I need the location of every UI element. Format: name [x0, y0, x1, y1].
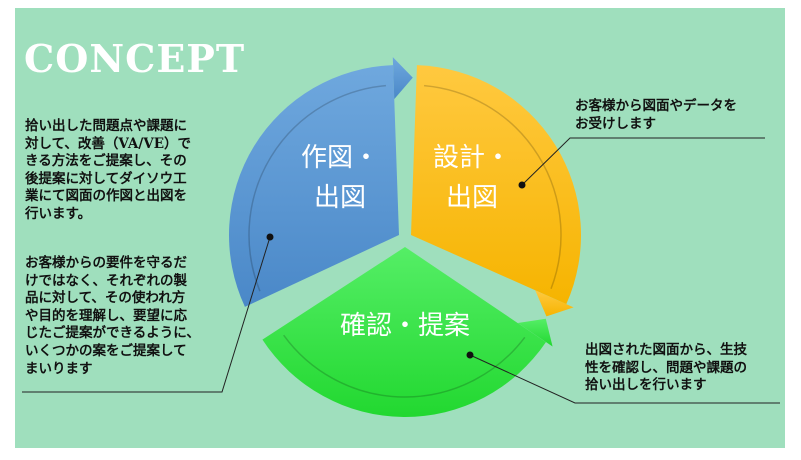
- page-title: CONCEPT: [24, 36, 246, 81]
- callout-line-left: [22, 236, 271, 393]
- callout-dot: [518, 181, 526, 189]
- callout-dot: [466, 351, 474, 359]
- callout-text-left-top: 拾い出した問題点や課題に 対して、改善（VA/VE）で きる方法をご提案し、その…: [25, 118, 192, 222]
- callout-lines: [22, 137, 780, 404]
- segment-inner-arc: [248, 84, 386, 292]
- callout-text-right-top: お客様から図面やデータを お受けします: [575, 98, 737, 132]
- segment-drawing: [229, 65, 399, 307]
- segment-inner-arc: [283, 334, 526, 398]
- callout-text-left-bottom: お客様からの要件を守るだ けではなく、それぞれの製 品に対して、その使われ方 や…: [25, 255, 200, 377]
- callout-dot: [266, 233, 274, 241]
- segment-label-drawing: 作図・ 出図: [300, 143, 379, 213]
- arrowhead-icon: [535, 290, 574, 317]
- arrowhead-icon: [392, 57, 413, 100]
- segment-inner-arc: [424, 84, 562, 290]
- callout-line-right-top: [521, 137, 765, 186]
- segment-label-design: 設計・ 出図: [432, 143, 511, 213]
- callout-text-right-bottom: 出図された図面から、生技 性を確認し、問題や課題の 拾い出しを行います: [585, 342, 747, 394]
- segment-design: [411, 65, 581, 305]
- segment-review: [262, 247, 546, 418]
- callout-line-right-bottom: [469, 354, 780, 404]
- segment-label-review: 確認・提案: [339, 311, 470, 341]
- arrowhead-icon: [517, 318, 553, 347]
